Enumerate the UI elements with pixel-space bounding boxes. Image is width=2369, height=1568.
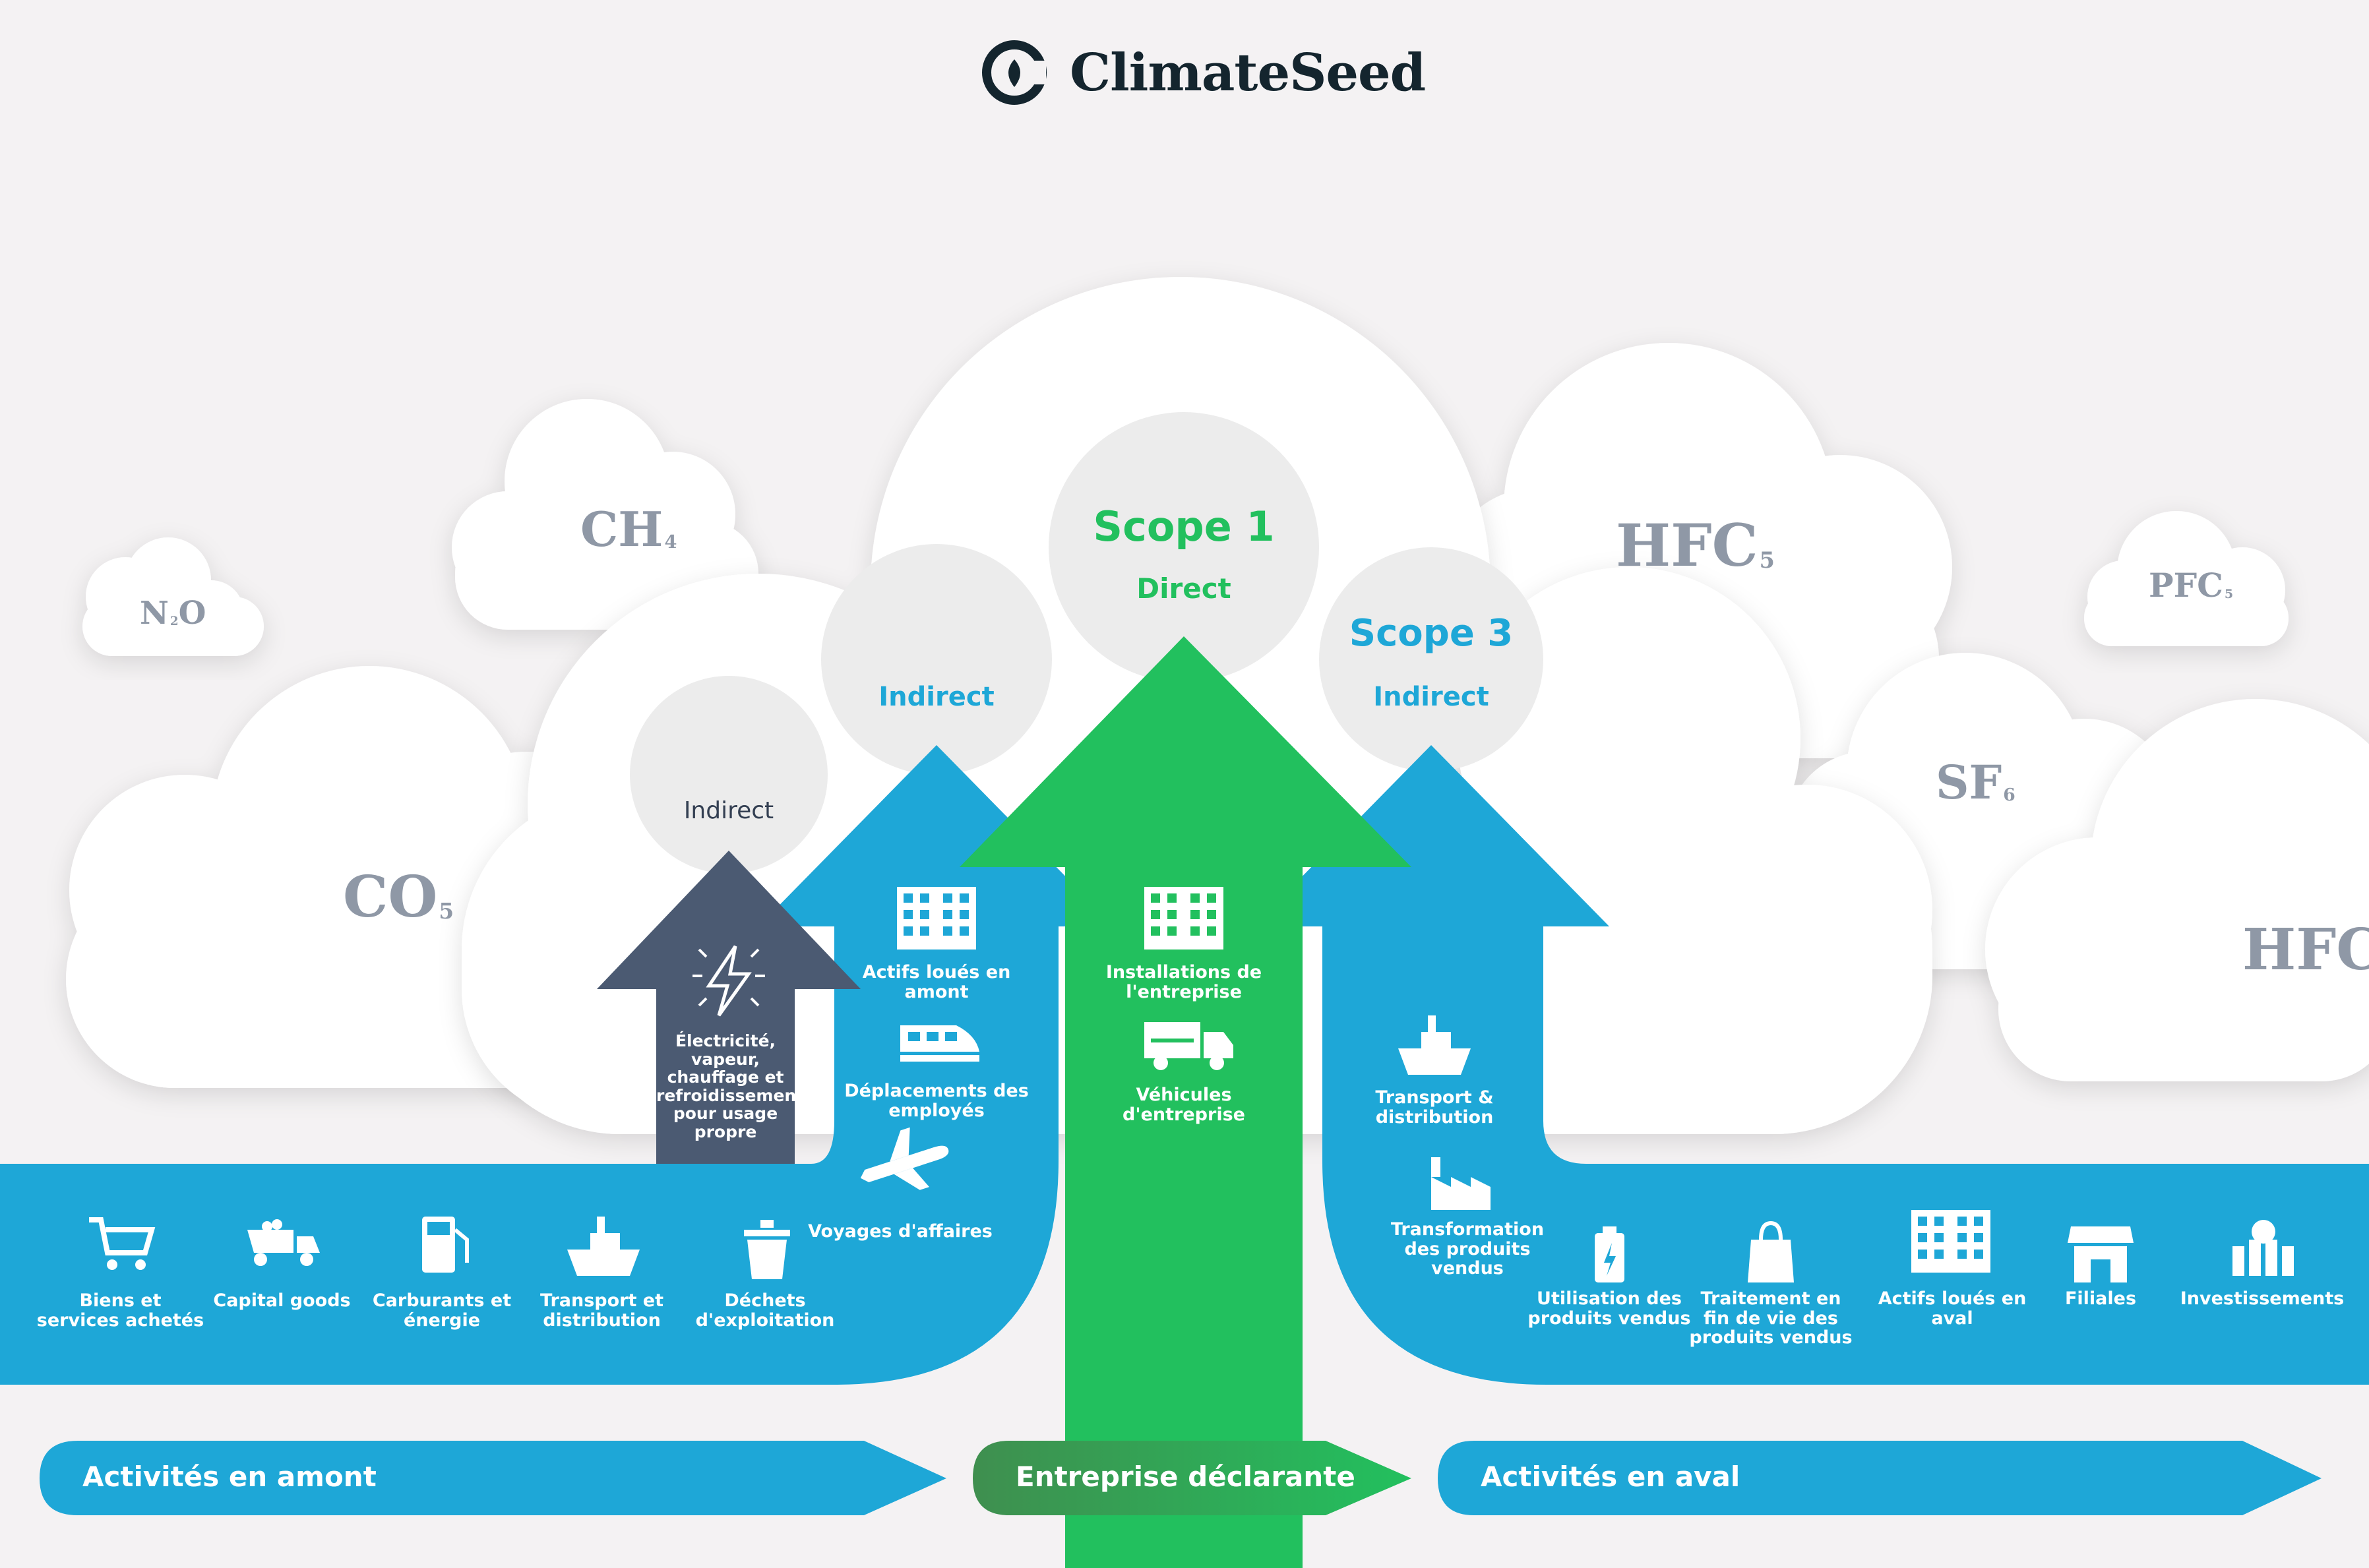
building-icon [1911,1210,1990,1273]
logo: ClimateSeed [983,33,1426,112]
upstream-activities-label: Activités en amont [82,1461,377,1493]
upstream-arrow-item-label: Voyages d'affaires [808,1221,993,1242]
scope1-arrow [960,636,1411,1568]
scope3-bubble [1319,547,1543,771]
scope2-bubble-blue [821,544,1052,775]
upstream-band-item-label: Transport et distribution [540,1290,663,1331]
cloud-hfc-right [1985,699,2369,1081]
truck-icon [1144,1022,1233,1070]
gas-hfc-top: HFC5 [1616,511,1775,580]
downstream-band-item-label: Traitement en fin de vie des produits ve… [1689,1288,1853,1348]
downstream-arrow [1253,745,1609,989]
upstream-band-item-label: Capital goods [213,1290,351,1311]
recycle-bag-icon [1748,1221,1794,1282]
scope2-bubble-gray [630,676,828,874]
downstream-ribbon [1438,1441,2322,1515]
scope1-item-label: Véhicules d'entreprise [1123,1085,1245,1125]
scope2-arrow [597,851,861,1164]
reporting-company-label: Entreprise déclarante [1016,1461,1355,1493]
fuel-pump-icon [422,1217,469,1273]
scope1-title: Scope 1 [1093,502,1275,551]
upstream-band [0,999,1059,1385]
airplane-icon [860,1127,949,1190]
scope3-title: Scope 3 [1349,612,1514,655]
ship-icon [1398,1015,1471,1075]
investment-icon [2232,1220,2294,1276]
downstream-arrow-item-label: Transport & distribution [1375,1087,1494,1128]
upstream-band-item-label: Biens et services achetés [36,1290,204,1331]
trash-icon [744,1220,790,1279]
upstream-band-item-label: Carburants et énergie [372,1290,512,1331]
scope2-gray-type: Indirect [683,797,774,824]
cart-icon [89,1217,156,1270]
downstream-band-item-label: Filiales [2064,1288,2137,1309]
scope2-blue-type: Indirect [878,682,995,712]
store-icon [2068,1226,2134,1282]
downstream-band-item-label: Investissements [2180,1288,2345,1309]
reporting-ribbon [973,1441,1411,1515]
building-icon [1144,887,1223,950]
small-cloud-n2o [82,537,264,656]
gas-ch4: CH4 [580,501,677,557]
scope1-item-label: Installations de l'entreprise [1105,962,1262,1002]
upstream-ribbon [40,1441,946,1515]
brand-name: ClimateSeed [1070,42,1426,103]
lightning-icon [692,945,765,1017]
scope3-type: Indirect [1373,682,1489,712]
downstream-activities-label: Activités en aval [1481,1461,1740,1493]
gas-sf6: SF6 [1936,755,2015,810]
downstream-band-item-label: Utilisation des produits vendus [1527,1288,1691,1329]
upstream-band-item-label: Déchets d'exploitation [695,1290,835,1331]
train-icon [900,1025,979,1062]
scope2-item-label: Électricité, vapeur, chauffage et refroi… [656,1031,805,1141]
downstream-arrow-item-label: Transformation des produits vendus [1390,1219,1545,1279]
factory-icon [1431,1157,1491,1210]
upstream-arrow-item-label: Actifs loués en amont [862,962,1011,1002]
downstream-band-item-label: Actifs loués en aval [1878,1288,2027,1329]
gas-hfc-right: HFC [2242,917,2369,983]
small-cloud-pfc [2084,511,2289,646]
scope1-bubble [1049,412,1319,682]
dump-truck-icon [247,1219,320,1266]
building-icon [897,887,976,950]
upstream-arrow-item-label: Déplacements des employés [844,1081,1029,1121]
gas-co2: CO5 [343,864,454,930]
ship-icon [567,1217,640,1276]
battery-icon [1595,1226,1624,1282]
scope1-type: Direct [1136,572,1231,605]
climateseed-logo-icon [982,40,1047,105]
